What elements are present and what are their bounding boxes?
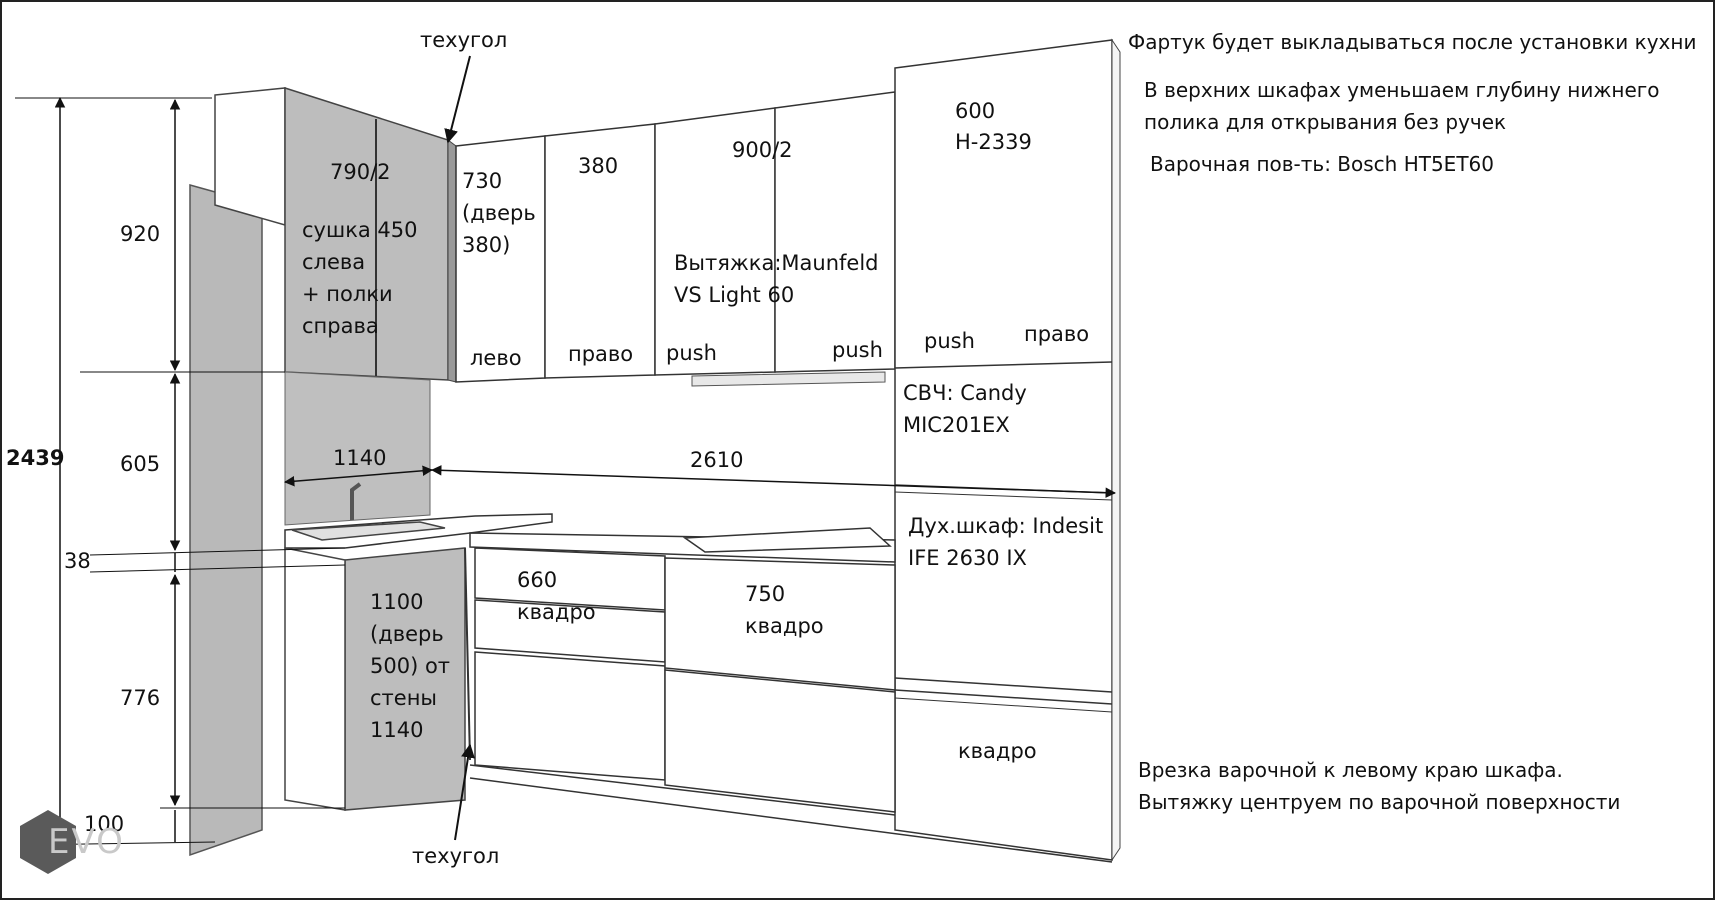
dim-2610-line [430, 465, 1117, 498]
dim-base-height: 776 [120, 686, 161, 710]
dryer-line-2: слева [302, 250, 366, 274]
oven-line-1: Дух.шкаф: Indesit [908, 514, 1104, 538]
microwave-line-2: MIC201EX [903, 413, 1010, 437]
tall-divider-6 [894, 697, 1113, 713]
sink-base-line-3: 500) от [370, 654, 451, 678]
cabinet-380-opening: право [568, 342, 634, 366]
dim-plinth: 100 [84, 812, 125, 836]
tall-divider-1 [894, 361, 1113, 369]
corner-upper-line-3: 380) [462, 233, 511, 257]
oven-line-2: IFE 2630 IX [908, 546, 1027, 570]
left-side-panel [189, 184, 263, 857]
tall-height: H-2339 [955, 130, 1032, 154]
drawers-660-width: 660 [517, 568, 558, 592]
dryer-line-1: сушка 450 [302, 218, 418, 242]
upper-end-box [214, 87, 286, 226]
sink-base-line-1: 1100 [370, 590, 424, 614]
techugol-top-label: техугол [420, 28, 508, 52]
dim-countertop: 38 [64, 549, 91, 573]
ext-572 [89, 564, 346, 573]
hood-line-2: VS Light 60 [674, 283, 795, 307]
corner-upper-line-1: 730 [462, 169, 503, 193]
drawer-750-bottom [664, 669, 896, 813]
dim-upper-height: 920 [120, 222, 161, 246]
techugol-bottom-pointer [454, 743, 475, 841]
note-upper-depth-1: В верхних шкафах уменьшаем глубину нижне… [1144, 78, 1660, 102]
note-hob: Варочная пов-ть: Bosch HT5ET60 [1150, 152, 1494, 176]
techugol-top-pointer [444, 55, 471, 144]
upper-left-width: 790/2 [330, 160, 391, 184]
tall-divider-4 [894, 677, 1113, 693]
corner-upper-line-2: (дверь [462, 201, 536, 225]
plinth-line [469, 764, 896, 816]
tall-opening: право [1024, 322, 1090, 346]
sink-base-side [284, 547, 346, 811]
dryer-line-4: справа [302, 314, 379, 338]
dim-1140-line [283, 465, 434, 487]
hood-cabinet-right [774, 91, 896, 373]
tall-push: push [924, 329, 975, 353]
note-upper-depth-2: полика для открывания без ручек [1144, 110, 1507, 134]
dim-wall-left: 1140 [333, 446, 387, 470]
plinth-line-2 [469, 777, 1113, 863]
tall-width: 600 [955, 99, 996, 123]
hob [682, 527, 892, 553]
hood-cabinet-width: 900/2 [732, 138, 793, 162]
dim-wall-right: 2610 [690, 448, 744, 472]
bottom-drawer-type: квадро [958, 739, 1037, 763]
drawers-750-width: 750 [745, 582, 786, 606]
ext-553 [89, 547, 346, 556]
tall-divider-5 [894, 689, 1113, 705]
hood-line-1: Вытяжка:Maunfeld [674, 251, 879, 275]
sink-base-line-2: (дверь [370, 622, 444, 646]
sink-base-edge [464, 547, 471, 761]
dim-gap-height: 605 [120, 452, 161, 476]
drawer-660-bottom [474, 651, 666, 781]
drawers-660-type: квадро [517, 600, 596, 624]
microwave-line-1: СВЧ: Candy [903, 381, 1027, 405]
drawers-750-type: квадро [745, 614, 824, 638]
hood-strip [691, 371, 886, 387]
dim-total-height: 2439 [6, 446, 65, 470]
drawer-750-top [664, 557, 896, 691]
hood-push-left: push [666, 341, 717, 365]
sink [291, 521, 446, 541]
corner-upper-opening: лево [470, 346, 522, 370]
note-apron: Фартук будет выкладываться после установ… [1128, 30, 1697, 54]
sink-base-line-5: 1140 [370, 718, 424, 742]
note-cutout-2: Вытяжку центруем по варочной поверхности [1138, 790, 1621, 814]
evo-logo: EVO [48, 822, 125, 862]
logo-hexagon [20, 810, 76, 874]
hood-push-right: push [832, 338, 883, 362]
tall-column-side [1111, 38, 1121, 862]
techugol-bottom-label: техугол [412, 844, 500, 868]
dryer-side [447, 139, 457, 383]
sink-base-line-4: стены [370, 686, 438, 710]
cabinet-380-width: 380 [578, 154, 619, 178]
dryer-line-3: + полки [302, 282, 393, 306]
note-cutout-1: Врезка варочной к левому краю шкафа. [1138, 758, 1563, 782]
